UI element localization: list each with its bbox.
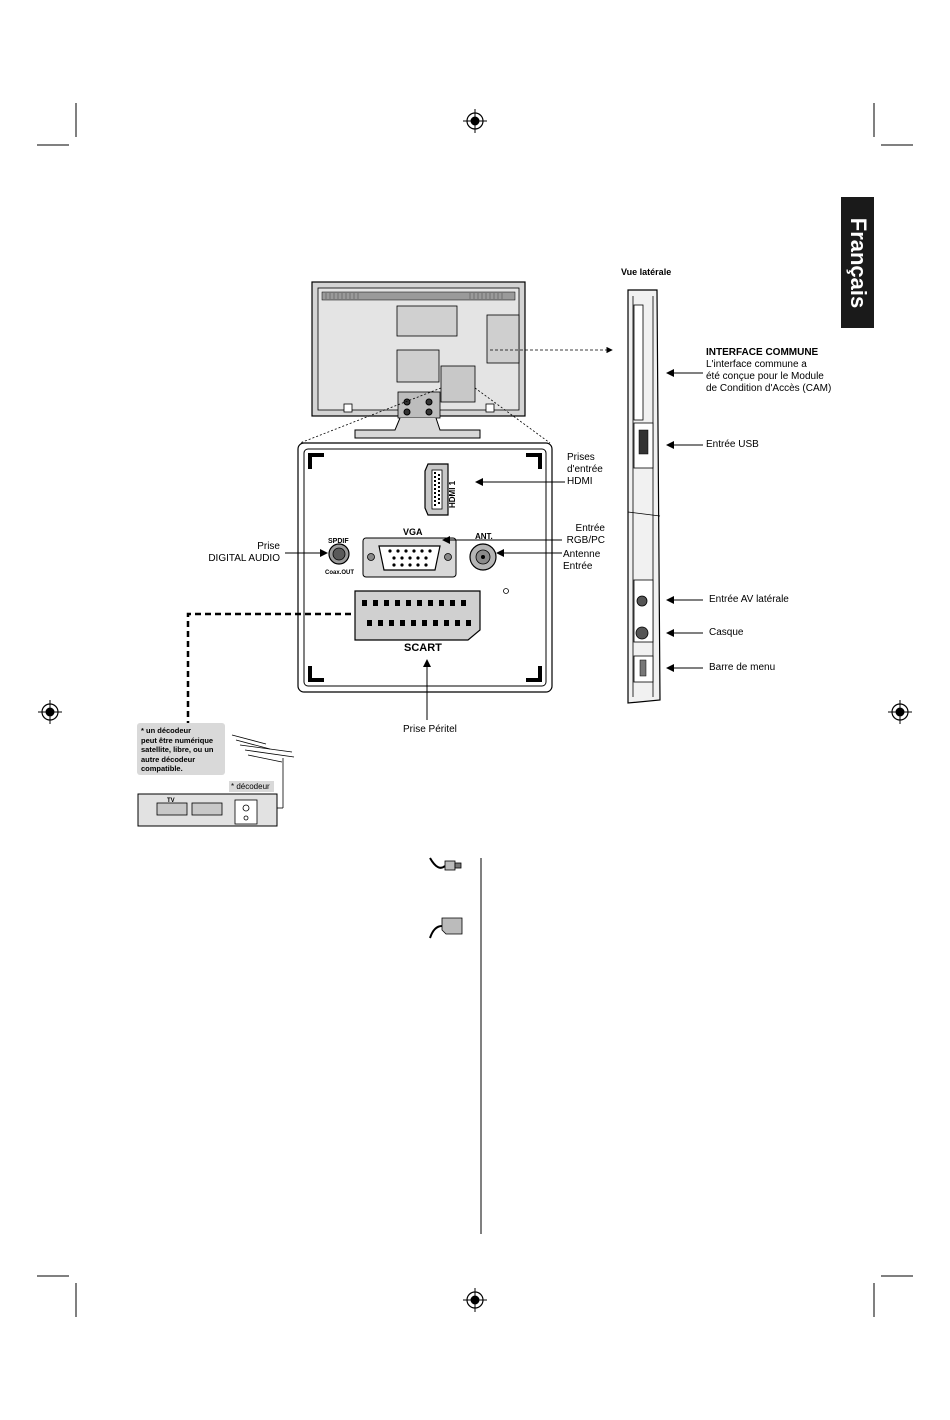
registration-mark-top [463,109,487,133]
av-callout: Entrée AV latérale [709,594,789,605]
crop-marks [37,103,913,1317]
connection-panel [297,442,553,693]
language-tab: Français [841,197,874,328]
peritel-callout: Prise Péritel [403,724,457,735]
spdif-label: SPDIF [328,538,349,545]
vga-connector [362,537,457,578]
scart-connector [354,590,481,641]
hdmi-port-label: HDMI 1 [448,480,457,508]
tv-rear-view [311,281,526,439]
spdif-jack [328,543,350,565]
antenna-cable-icon [429,857,462,871]
ci-callout: INTERFACE COMMUNE L'interface commune a … [706,347,832,394]
vga-label: VGA [403,527,423,537]
scart-cable-icon [429,917,463,939]
ant-label: ANT. [475,532,493,541]
tv-side-view [627,289,661,704]
headphone-callout: Casque [709,627,744,638]
scart-label: SCART [404,642,442,654]
decoder-tv-label: TV [167,798,175,804]
decoder-label: * décodeur [231,782,270,791]
registration-mark-bottom [463,1288,487,1312]
decoder-box [137,793,278,827]
registration-mark-right [888,700,912,724]
usb-callout: Entrée USB [706,439,759,450]
hdmi-connector [424,463,449,516]
menu-callout: Barre de menu [709,662,776,673]
coax-out-label: Coax.OUT [325,570,355,576]
antenna-connector [469,543,497,571]
registration-mark-left [38,700,62,724]
side-view-title: Vue latérale [621,267,672,277]
